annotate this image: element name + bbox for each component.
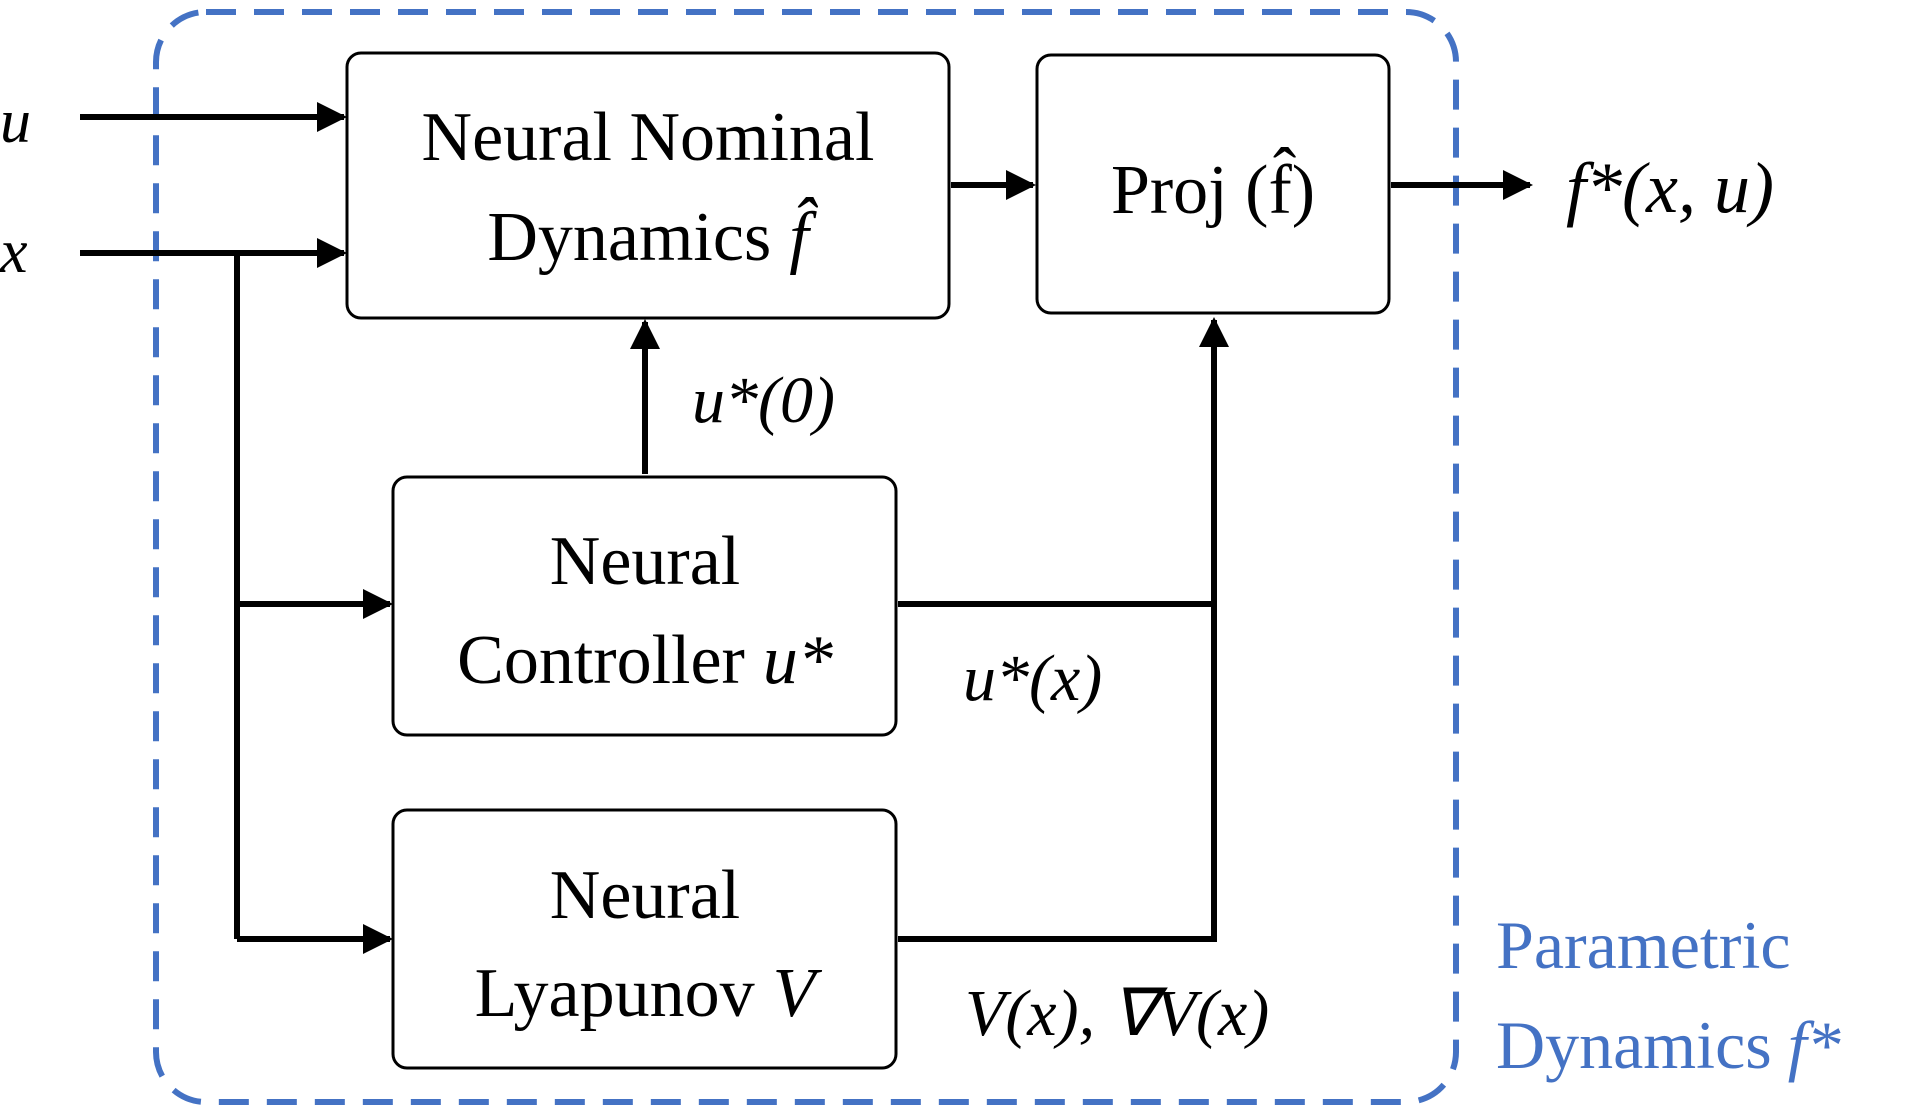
u-star-x-label: u*(x) — [963, 642, 1102, 715]
lyapunov-symbol: V — [773, 955, 823, 1032]
lyapunov-line2-text: Lyapunov — [475, 955, 755, 1032]
caption-line2-text: Dynamics — [1496, 1007, 1772, 1083]
caption-line1: Parametric — [1496, 907, 1791, 983]
connection-wires — [80, 102, 1533, 954]
controller-line2-text: Controller — [457, 622, 745, 699]
nominal-line2-text: Dynamics — [487, 199, 771, 276]
u-star-zero-label: u*(0) — [692, 364, 835, 437]
controller-symbol: u* — [763, 622, 833, 699]
input-u-label: u — [0, 88, 31, 156]
v-grad-label: V(x), ∇V(x) — [965, 977, 1269, 1050]
lyapunov-line1: Neural — [550, 857, 740, 934]
caption-symbol: f* — [1788, 1007, 1841, 1083]
input-x-label: x — [0, 218, 28, 286]
proj-label: Proj (f̂) — [1111, 147, 1315, 229]
controller-line1: Neural — [550, 523, 740, 600]
output-label: f*(x, u) — [1566, 148, 1774, 228]
projection-block: Proj (f̂) — [1035, 53, 1391, 315]
parametric-dynamics-boundary — [153, 9, 1459, 1105]
lyapunov-to-proj-wire — [898, 317, 1229, 942]
nominal-line1: Neural Nominal — [422, 99, 875, 176]
